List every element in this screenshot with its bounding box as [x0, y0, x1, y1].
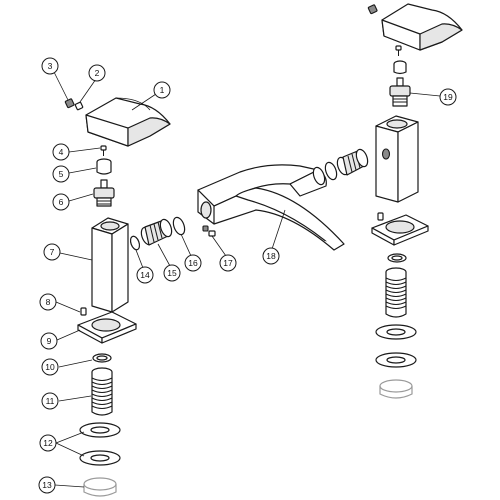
screw-cap-left	[64, 98, 75, 109]
base-plate-right	[371, 214, 429, 246]
back-nut-left	[83, 477, 117, 497]
svg-text:6: 6	[59, 197, 64, 207]
screw-right	[377, 212, 384, 221]
callout-5: 5	[52, 165, 70, 183]
svg-text:11: 11	[46, 396, 55, 406]
callout-13: 13	[38, 476, 56, 494]
small-screw-right	[395, 45, 402, 56]
callout-8: 8	[39, 293, 57, 311]
svg-text:1: 1	[160, 85, 165, 95]
svg-text:15: 15	[167, 268, 177, 278]
spline-adaptor-right	[393, 60, 407, 75]
o-ring-16	[172, 216, 186, 236]
svg-text:12: 12	[43, 438, 53, 448]
right-connector	[312, 148, 369, 186]
callout-10: 10	[41, 358, 59, 376]
svg-text:9: 9	[47, 336, 52, 346]
callout-1: 1	[153, 81, 171, 99]
callout-15: 15	[163, 264, 181, 282]
o-ring-14	[129, 235, 141, 251]
washer-right	[387, 253, 407, 263]
callout-9: 9	[40, 332, 58, 350]
back-nut-right	[379, 379, 413, 399]
svg-text:17: 17	[223, 258, 233, 268]
leader-lines	[53, 71, 441, 488]
screw-cap-right	[367, 4, 378, 15]
valve-body-right	[375, 115, 419, 203]
fibre-washers-right	[375, 324, 417, 368]
callout-2: 2	[88, 64, 106, 82]
svg-text:10: 10	[45, 362, 55, 372]
small-screw-left	[100, 145, 107, 156]
handle-left	[85, 97, 171, 147]
svg-text:19: 19	[443, 92, 453, 102]
shank-left	[91, 367, 113, 416]
callout-19: 19	[439, 88, 457, 106]
callout-16: 16	[184, 254, 202, 272]
callout-3: 3	[41, 57, 59, 75]
callout-7: 7	[43, 243, 61, 261]
callout-11: 11	[41, 392, 59, 410]
callout-4: 4	[52, 143, 70, 161]
connector-15	[140, 218, 173, 246]
callout-6: 6	[52, 193, 70, 211]
screw-left	[80, 307, 87, 316]
svg-text:4: 4	[59, 147, 64, 157]
cartridge-right	[389, 77, 411, 107]
washer-left	[92, 353, 112, 363]
svg-text:2: 2	[95, 68, 100, 78]
callout-14: 14	[136, 266, 154, 284]
base-plate-left	[77, 311, 137, 344]
svg-text:14: 14	[140, 270, 150, 280]
spline-adaptor-left	[96, 158, 112, 175]
callout-17: 17	[219, 254, 237, 272]
shank-right	[385, 267, 407, 318]
cartridge-left	[93, 179, 115, 207]
handle-right	[381, 3, 463, 51]
svg-text:3: 3	[48, 61, 53, 71]
svg-text:16: 16	[188, 258, 198, 268]
grub-screw	[74, 101, 84, 111]
svg-text:5: 5	[59, 169, 64, 179]
fibre-washers-left	[79, 422, 121, 466]
svg-text:7: 7	[50, 247, 55, 257]
spout-grub-screws	[202, 225, 216, 237]
valve-body-left	[91, 217, 129, 313]
callout-18: 18	[262, 247, 280, 265]
svg-text:13: 13	[42, 480, 52, 490]
svg-text:8: 8	[46, 297, 51, 307]
callout-12: 12	[39, 434, 57, 452]
svg-text:18: 18	[266, 251, 276, 261]
